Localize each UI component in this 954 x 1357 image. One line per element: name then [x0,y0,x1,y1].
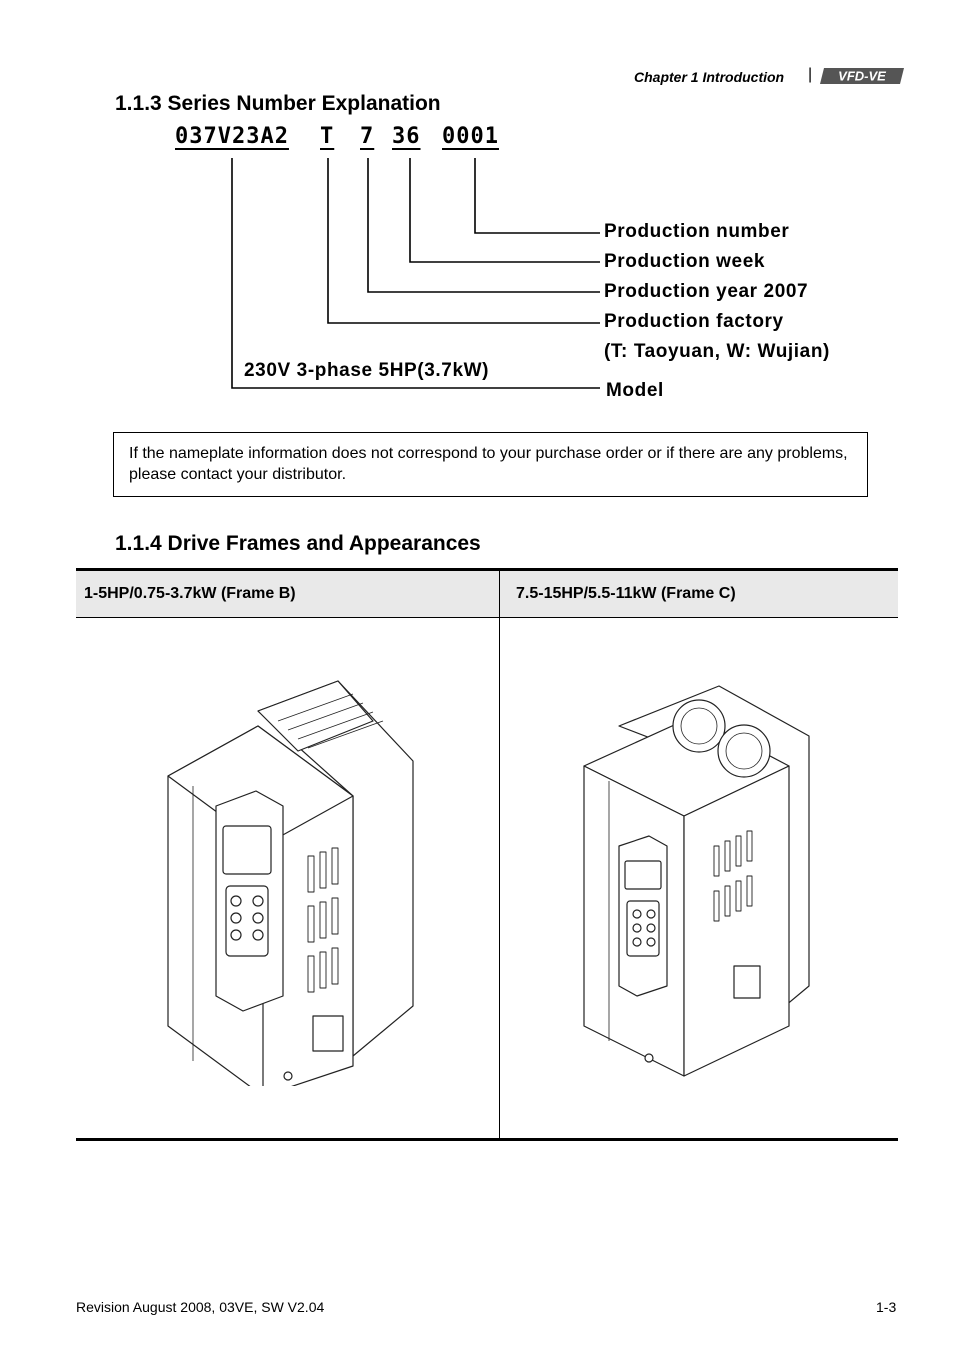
chapter-title: Chapter 1 Introduction [634,69,785,85]
frame-c-header: 7.5-15HP/5.5-11kW (Frame C) [499,568,898,618]
frame-b-header: 1-5HP/0.75-3.7kW (Frame B) [76,568,500,618]
label-production-year: Production year 2007 [604,281,809,302]
frame-c-drive-illustration [583,684,810,1077]
nameplate-notice: If the nameplate information does not co… [113,432,868,497]
section-title-drive-frames: 1.1.4 Drive Frames and Appearances [115,532,481,555]
serial-connector-lines [231,158,600,389]
notice-text: If the nameplate information does not co… [129,445,848,483]
label-production-factory: Production factory [604,311,784,332]
serial-part-model: 037V23A2 [175,124,289,149]
label-production-week: Production week [604,251,766,272]
label-model-spec: 230V 3-phase 5HP(3.7kW) [244,360,490,381]
header-separator: | [808,66,813,83]
serial-part-year: 7 [360,124,375,149]
footer-page-number: 1-3 [876,1299,897,1315]
label-model: Model [606,380,664,401]
serial-part-factory: T [320,124,335,149]
logo-text: VFD-VE [838,69,886,84]
label-factory-detail: (T: Taoyuan, W: Wujian) [604,341,830,362]
label-production-number: Production number [604,221,790,242]
frame-c-cell [499,617,898,1141]
serial-part-number: 0001 [442,124,499,149]
section-title-series-number: 1.1.3 Series Number Explanation [115,92,441,115]
drive-frames-table: 1-5HP/0.75-3.7kW (Frame B) 7.5-15HP/5.5-… [76,568,898,1141]
frame-b-cell [76,617,500,1141]
serial-part-week: 36 [392,124,421,149]
vfd-ve-logo: VFD-VE [820,68,904,84]
footer-revision: Revision August 2008, 03VE, SW V2.04 [76,1299,325,1315]
frame-b-drive-illustration [166,679,414,1097]
